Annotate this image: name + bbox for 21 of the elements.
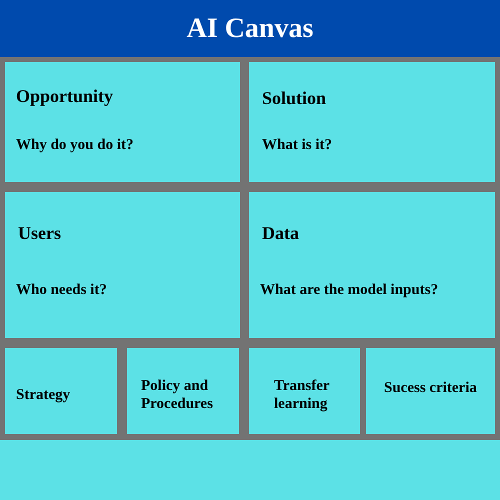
canvas-panel bbox=[249, 348, 360, 434]
prompt-text: Why do you do it? bbox=[16, 136, 134, 154]
canvas-panel bbox=[5, 192, 240, 338]
canvas-panel bbox=[249, 192, 495, 338]
section-heading: Policy and Procedures bbox=[141, 377, 214, 413]
section-heading: Transfer learning bbox=[274, 377, 330, 413]
prompt-text: What are the model inputs? bbox=[260, 281, 438, 299]
title-banner: AI Canvas bbox=[0, 0, 500, 57]
canvas-panel bbox=[5, 62, 240, 182]
canvas-panel bbox=[249, 62, 495, 182]
section-heading: Strategy bbox=[16, 386, 72, 404]
canvas-panel bbox=[127, 348, 239, 434]
prompt-text: Who needs it? bbox=[16, 281, 107, 299]
section-heading: Opportunity bbox=[16, 86, 114, 108]
prompt-text: What is it? bbox=[262, 136, 332, 154]
section-heading: Solution bbox=[262, 88, 326, 110]
canvas-panel bbox=[366, 348, 495, 434]
section-heading: Sucess criteria bbox=[384, 379, 478, 397]
section-heading: Users bbox=[18, 223, 61, 245]
section-heading: Data bbox=[262, 223, 299, 245]
canvas-panel bbox=[5, 348, 117, 434]
